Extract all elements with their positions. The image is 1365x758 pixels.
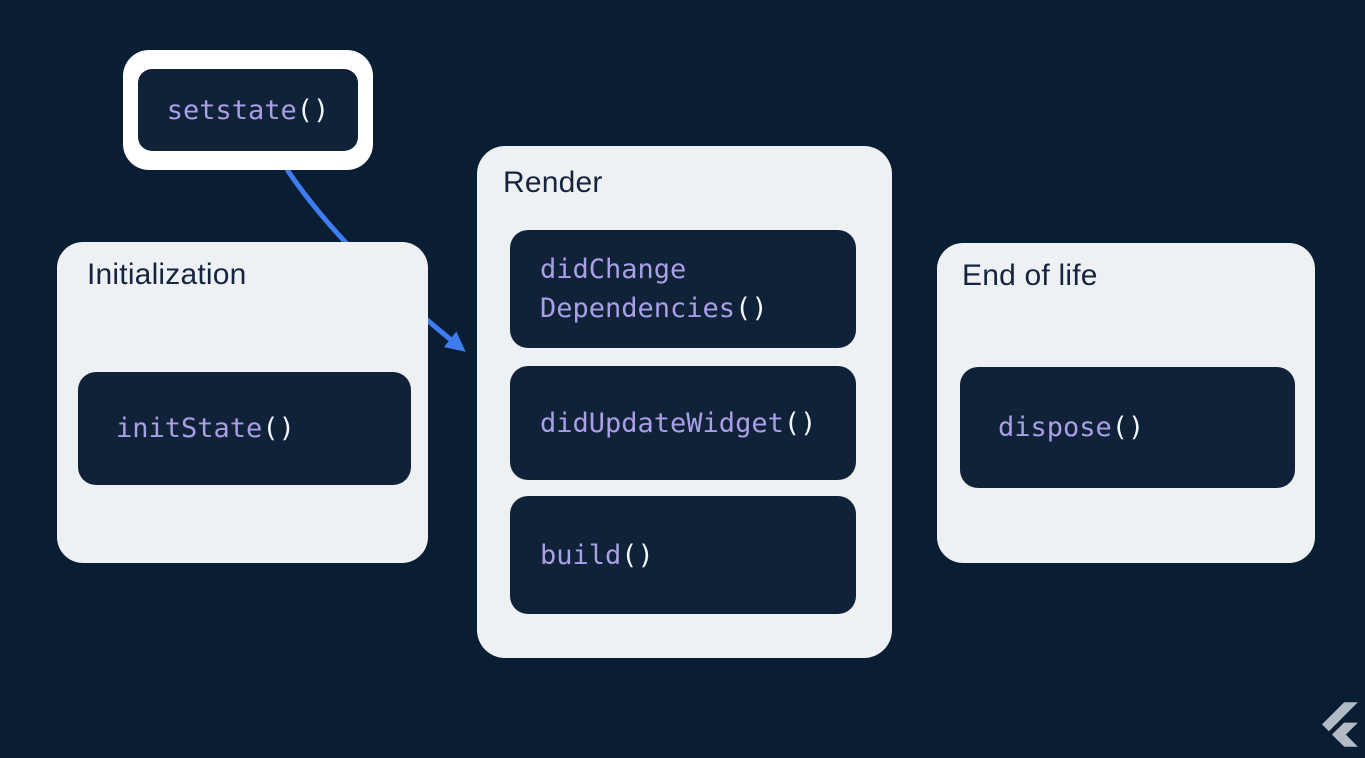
setstate-badge: setstate() [123, 50, 373, 170]
code-line: didChange [540, 250, 856, 289]
end-of-life-card: End of life dispose() [937, 243, 1315, 563]
didchangedependencies-code-text: didChange Dependencies() [510, 250, 856, 328]
flutter-logo-icon [1322, 702, 1358, 747]
didupdatewidget-code-box: didUpdateWidget() [510, 366, 856, 480]
setstate-code-box: setstate() [138, 69, 358, 151]
didchangedependencies-code-box: didChange Dependencies() [510, 230, 856, 348]
method-name: dispose [998, 412, 1112, 443]
method-parens: () [1111, 412, 1145, 443]
code-line: didUpdateWidget() [540, 404, 856, 443]
initialization-card-title: Initialization [87, 258, 247, 291]
initstate-code-text: initState() [78, 409, 411, 448]
code-line: initState() [116, 409, 411, 448]
code-line: dispose() [998, 408, 1295, 447]
dispose-code-text: dispose() [960, 408, 1295, 447]
method-parens: () [296, 94, 330, 126]
flutter-logo-top-wing [1322, 702, 1358, 732]
didupdatewidget-code-text: didUpdateWidget() [510, 404, 856, 443]
method-name: didUpdateWidget [540, 407, 784, 439]
method-name: Dependencies [540, 293, 736, 324]
method-name: initState [116, 413, 263, 444]
method-name: setstate [166, 94, 297, 126]
render-card-title: Render [503, 166, 603, 199]
dispose-code-box: dispose() [960, 367, 1295, 488]
method-parens: () [621, 539, 654, 571]
method-parens: () [262, 413, 295, 444]
initstate-code-box: initState() [78, 372, 411, 485]
build-code-text: build() [510, 536, 856, 575]
code-line: build() [540, 536, 856, 575]
flutter-logo-diamond [1332, 727, 1346, 742]
build-code-box: build() [510, 496, 856, 614]
method-parens: () [783, 407, 817, 439]
method-name: build [540, 539, 622, 571]
code-line: setstate() [167, 91, 330, 130]
code-line: Dependencies() [540, 289, 856, 328]
setstate-code-text: setstate() [167, 91, 330, 130]
method-parens: () [735, 293, 768, 324]
render-card: Render didChange Dependencies() didUpdat… [477, 146, 892, 658]
flutter-logo-bottom-wing [1339, 734, 1358, 747]
initialization-card: Initialization initState() [57, 242, 428, 563]
method-name: didChange [540, 254, 687, 285]
end-of-life-card-title: End of life [962, 259, 1098, 292]
